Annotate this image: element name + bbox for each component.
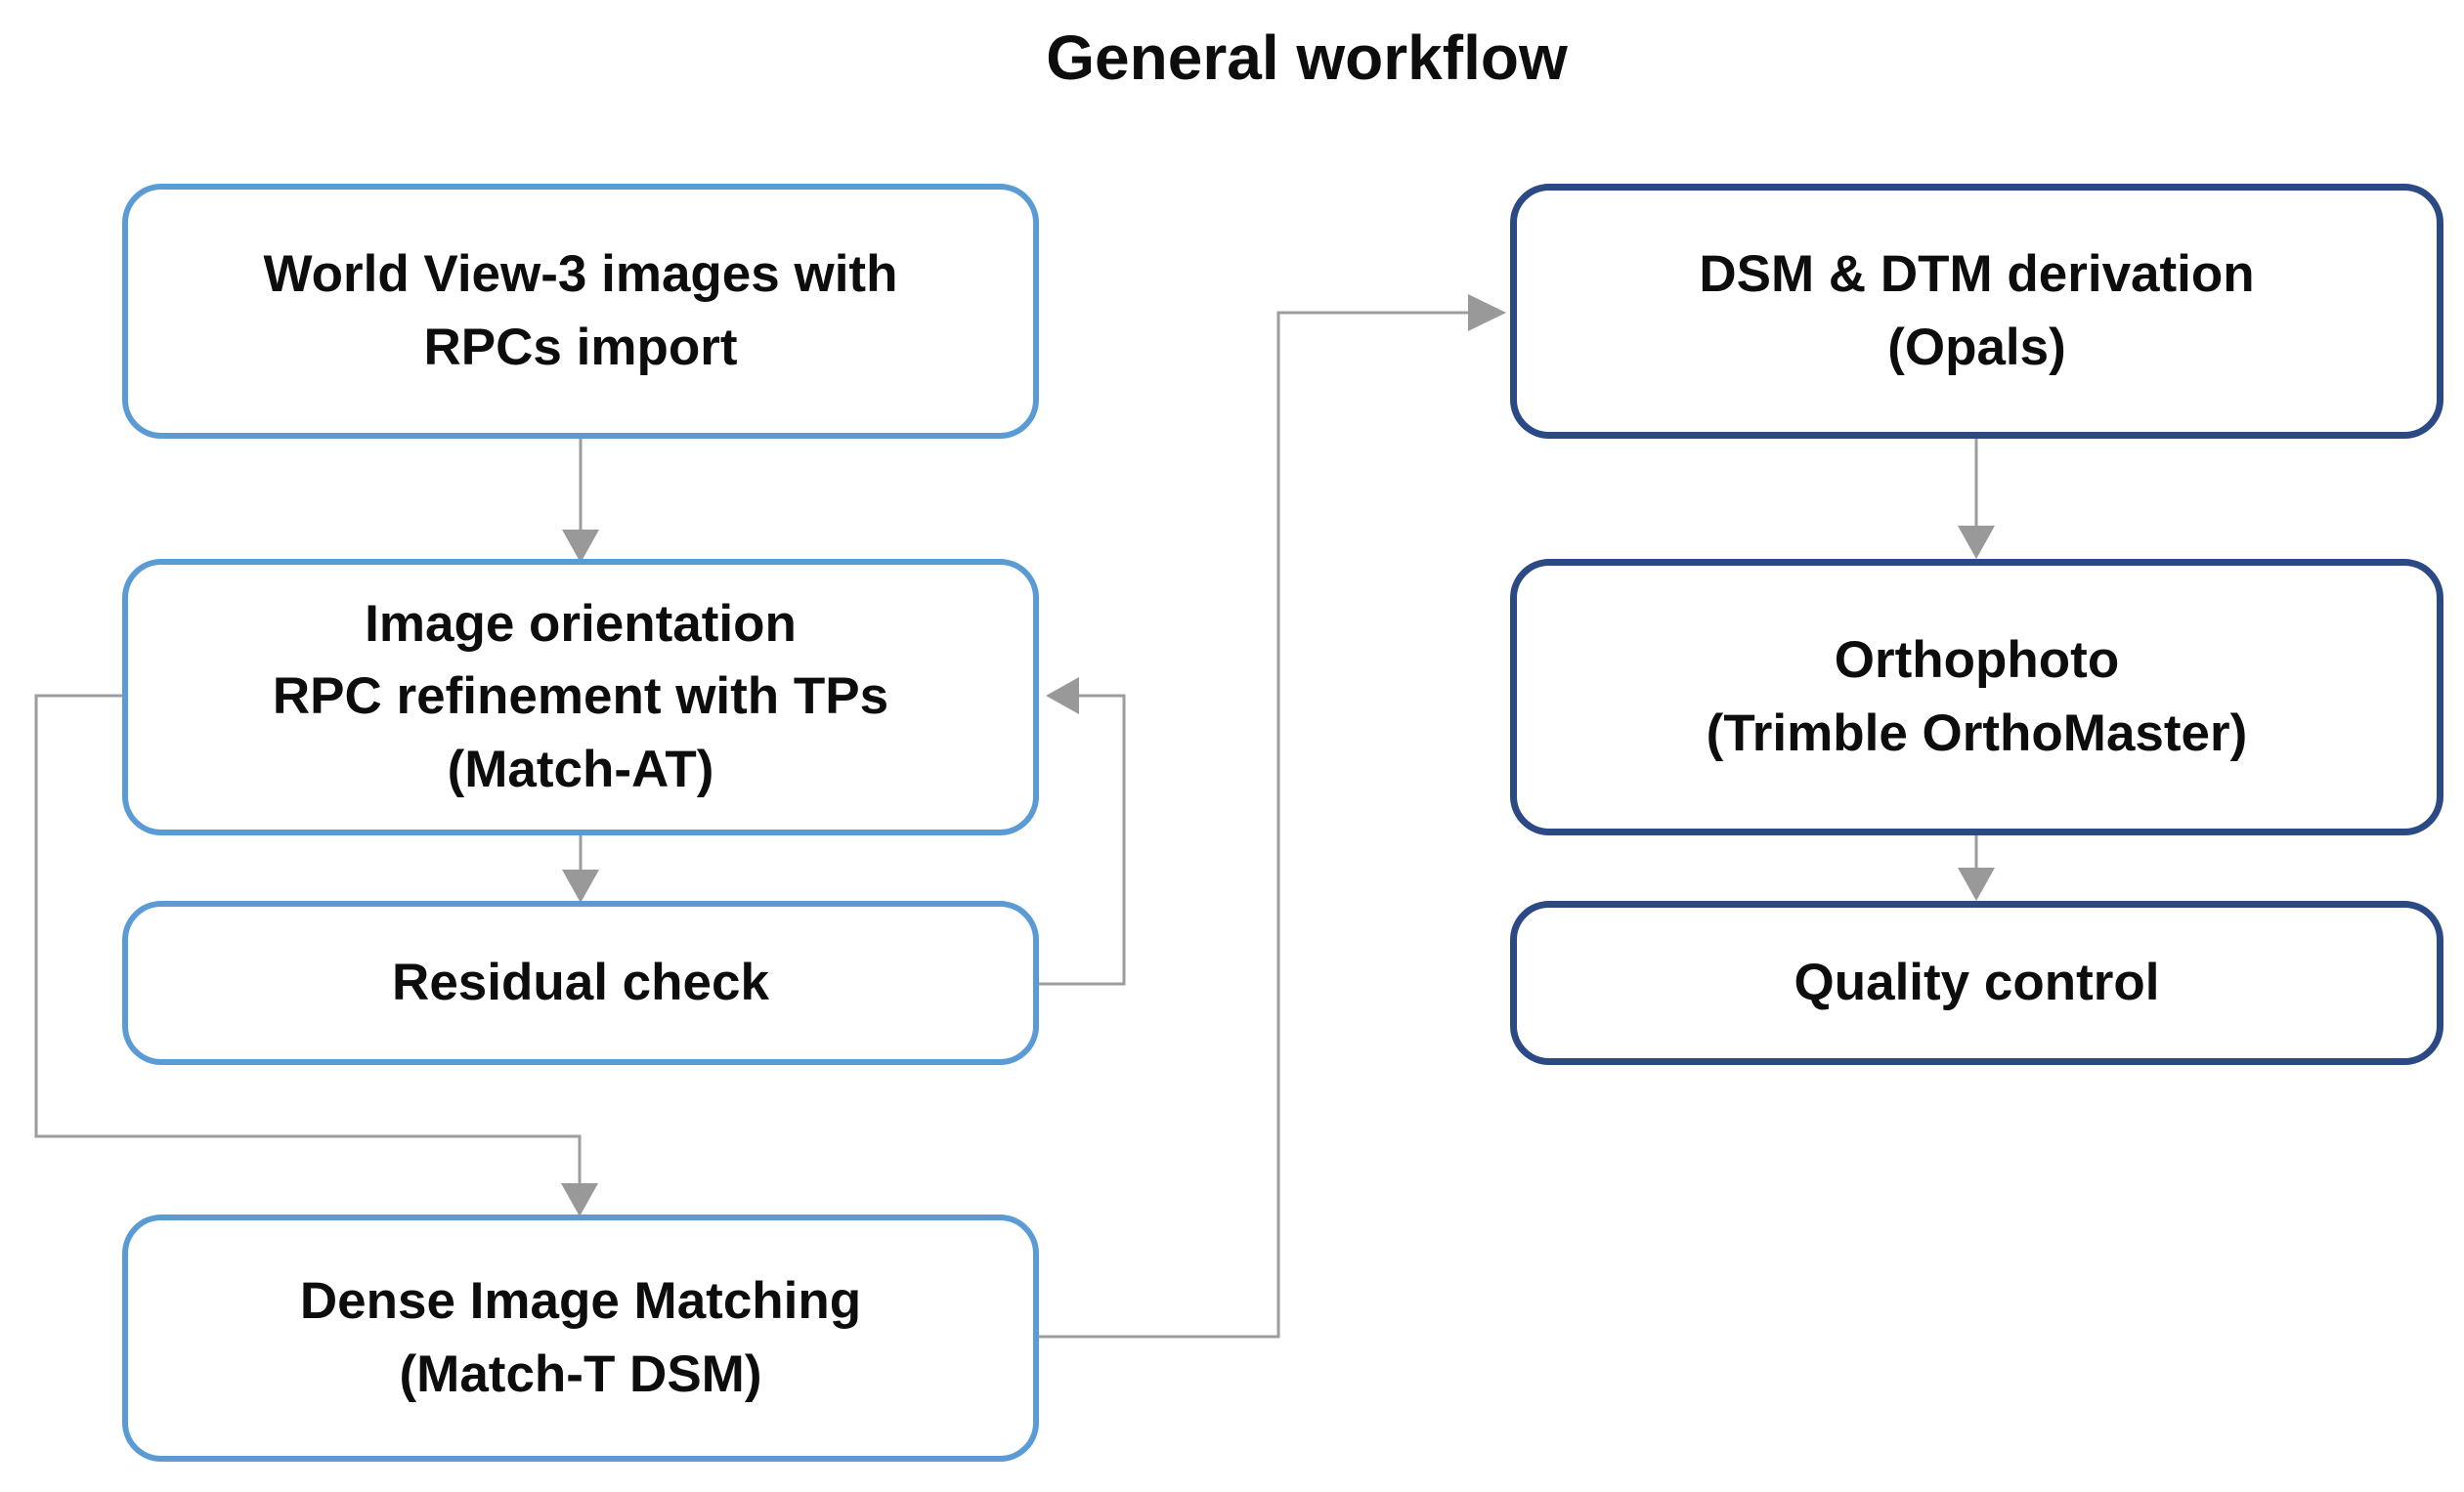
- node-line: RPC refinement with TPs: [272, 667, 889, 726]
- arrow-down-icon: [562, 870, 599, 903]
- node-line: Image orientation: [365, 595, 797, 654]
- node-line: (Opals): [1887, 318, 2066, 376]
- node-worldview-import: World View-3 images with RPCs import: [122, 184, 1039, 439]
- arrow-down-icon: [1958, 868, 1995, 901]
- node-line: (Match-AT): [447, 740, 714, 798]
- node-image-orientation: Image orientation RPC refinement with TP…: [122, 559, 1039, 835]
- node-quality-control: Quality control: [1510, 901, 2443, 1065]
- arrow-left-icon: [1046, 677, 1079, 714]
- edge-dense-to-dsm: [1039, 294, 1506, 1339]
- node-dense-image-matching: Dense Image Matching (Match-T DSM): [122, 1215, 1039, 1462]
- node-orthophoto: Orthophoto (Trimble OrthoMaster): [1510, 559, 2443, 835]
- node-line: (Trimble OrthoMaster): [1706, 703, 2248, 762]
- node-line: Dense Image Matching: [299, 1272, 862, 1331]
- edge-worldview-to-orientation: [562, 439, 599, 563]
- node-line: RPCs import: [423, 318, 738, 376]
- arrow-down-icon: [562, 530, 599, 563]
- node-line: (Match-T DSM): [399, 1344, 762, 1403]
- edge-ortho-to-quality: [1958, 835, 1995, 901]
- node-line: World View-3 images with: [263, 245, 898, 304]
- node-line: Residual check: [392, 953, 769, 1011]
- node-dsm-dtm-derivation: DSM & DTM derivation (Opals): [1510, 184, 2443, 439]
- node-line: Quality control: [1794, 953, 2160, 1011]
- edge-orientation-to-residual: [562, 835, 599, 903]
- arrow-down-icon: [561, 1183, 598, 1216]
- edge-residual-to-orientation-feedback: [1039, 677, 1126, 986]
- node-line: DSM & DTM derivation: [1699, 245, 2255, 304]
- edge-orientation-to-dense: [34, 694, 598, 1216]
- arrow-down-icon: [1958, 526, 1995, 559]
- node-residual-check: Residual check: [122, 901, 1039, 1065]
- arrow-right-icon: [1468, 294, 1506, 331]
- edge-dsm-to-ortho: [1958, 439, 1995, 559]
- node-line: Orthophoto: [1834, 631, 2120, 690]
- diagram-title: General workflow: [1046, 22, 1568, 93]
